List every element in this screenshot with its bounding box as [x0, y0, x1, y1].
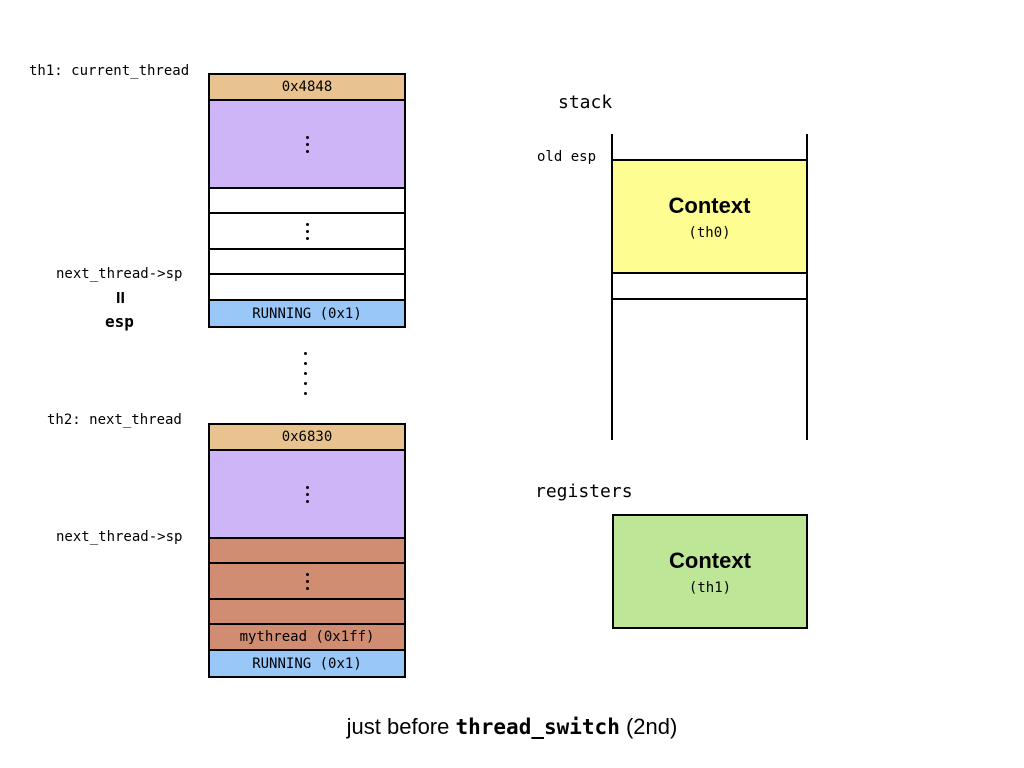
thread1-stack-slot [208, 187, 406, 214]
thread2-stack-slot [208, 537, 406, 564]
registers-context-title: Context [669, 547, 751, 573]
ellipsis-icon [305, 222, 309, 240]
stack-context-block: Context (th0) [611, 159, 808, 274]
thread2-stack-slot [208, 562, 406, 600]
equals-sign: II [116, 290, 125, 307]
stack-context-owner: (th0) [688, 224, 731, 241]
thread2-stack-slot [208, 598, 406, 625]
thread1-stack-slot [208, 273, 406, 301]
old-esp-label: old esp [537, 149, 597, 165]
slide-caption: just before thread_switch (2nd) [0, 714, 1024, 740]
caption-code: thread_switch [455, 715, 620, 739]
ellipsis-icon [305, 572, 309, 590]
ellipsis-icon [305, 485, 309, 503]
esp-label: esp [105, 312, 134, 331]
ellipsis-icon [305, 135, 309, 153]
thread2-mythread-slot: mythread (0x1ff) [208, 623, 406, 651]
stack-slot [611, 272, 808, 300]
thread1-stack-slot [208, 248, 406, 275]
stack-context-title: Context [668, 192, 751, 218]
thread1-sp-label: next_thread->sp [56, 266, 183, 282]
thread2-running-state: RUNNING (0x1) [208, 649, 406, 678]
thread2-top-value: 0x6830 [208, 423, 406, 451]
thread1-purple-region [208, 99, 406, 189]
thread1-stack-slot [208, 212, 406, 250]
caption-prefix: just before [346, 714, 456, 739]
registers-context-owner: (th1) [688, 579, 732, 596]
thread1-label: th1: current_thread [29, 63, 190, 79]
caption-suffix: (2nd) [619, 714, 678, 739]
thread2-label: th2: next_thread [47, 412, 182, 428]
thread1-running-state: RUNNING (0x1) [208, 299, 406, 328]
registers-title: registers [535, 481, 633, 502]
thread2-purple-region [208, 449, 406, 539]
thread1-top-value: 0x4848 [208, 73, 406, 101]
stack-title: stack [558, 92, 613, 113]
thread2-sp-label: next_thread->sp [56, 529, 183, 545]
registers-context-block: Context (th1) [612, 514, 808, 629]
ellipsis-icon [304, 352, 307, 395]
